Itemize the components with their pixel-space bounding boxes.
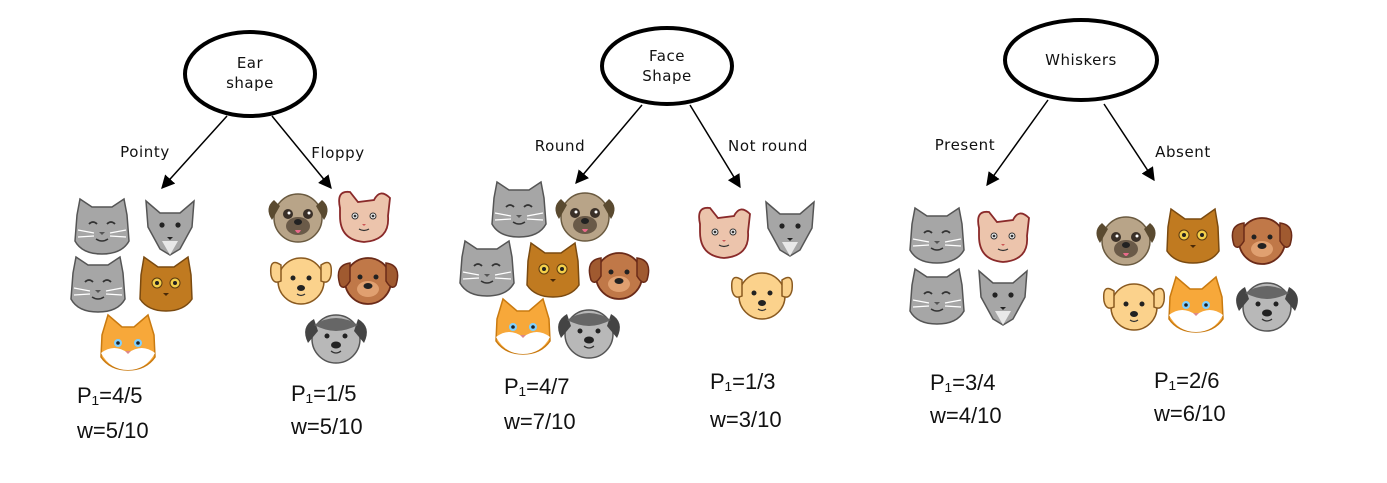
- pink-cat-icon: [977, 210, 1030, 263]
- animal-group-not-round: [698, 200, 815, 320]
- feature-label-line-1: Face: [649, 47, 685, 65]
- gray-cat-icon: [909, 206, 965, 264]
- probability-floppy: P₁=1/5: [291, 381, 357, 406]
- orange-cat-icon: [495, 297, 551, 355]
- feature-node-whiskers: [1003, 18, 1159, 102]
- pug-dog-icon: [268, 193, 328, 243]
- pink-cat-icon: [338, 190, 391, 243]
- branch-label-round: Round: [535, 137, 585, 155]
- tree-face-shape: Face Shape Round Not round: [459, 26, 815, 434]
- tan-dog-icon: [269, 257, 333, 305]
- weight-not-round: w=3/10: [709, 407, 782, 432]
- branch-label-floppy: Floppy: [311, 144, 365, 162]
- feature-node-ear-shape: [183, 30, 317, 118]
- gray-wolf-cat-icon: [765, 200, 815, 257]
- tree-ear-shape: Ear shape Pointy Floppy: [70, 30, 399, 443]
- probability-pointy: P₁=4/5: [77, 383, 143, 408]
- animal-group-round: [459, 180, 650, 359]
- branch-arrow-pointy: [161, 115, 228, 190]
- pug-dog-icon: [555, 192, 615, 242]
- gray-wolf-cat-icon: [145, 199, 195, 256]
- probability-round: P₁=4/7: [504, 374, 570, 399]
- orange-cat-icon: [100, 313, 156, 371]
- tree-whiskers: Whiskers Present Absent: [909, 18, 1298, 428]
- feature-node-face-shape: [600, 26, 734, 106]
- pug-dog-icon: [1096, 216, 1156, 266]
- gray-cat-icon: [459, 239, 515, 297]
- feature-label-line-2: Shape: [642, 67, 691, 85]
- gray-wolf-cat-icon: [978, 269, 1028, 326]
- weight-round: w=7/10: [503, 409, 576, 434]
- brown-cat-icon: [526, 241, 580, 298]
- tan-dog-icon: [1102, 283, 1166, 331]
- brown-cat-icon: [1166, 207, 1220, 264]
- branch-label-present: Present: [935, 136, 995, 154]
- tan-dog-icon: [730, 272, 794, 320]
- branch-label-pointy: Pointy: [120, 143, 170, 161]
- feature-label: Whiskers: [1045, 51, 1117, 69]
- gray-cat-icon: [74, 197, 130, 255]
- weight-absent: w=6/10: [1153, 401, 1226, 426]
- gray-dog-icon: [1236, 282, 1298, 332]
- gray-cat-icon: [491, 180, 547, 238]
- animal-group-floppy: [268, 190, 399, 364]
- brown-dog-icon: [588, 252, 650, 300]
- feature-label-line-2: shape: [226, 74, 274, 92]
- branch-arrow-floppy: [271, 115, 332, 190]
- animal-group-absent: [1096, 207, 1298, 333]
- branch-arrow-absent: [1103, 103, 1155, 182]
- branch-label-not-round: Not round: [728, 137, 808, 155]
- weight-floppy: w=5/10: [290, 414, 363, 439]
- probability-not-round: P₁=1/3: [710, 369, 776, 394]
- branch-label-absent: Absent: [1155, 143, 1211, 161]
- probability-absent: P₁=2/6: [1154, 368, 1220, 393]
- gray-cat-icon: [70, 255, 126, 313]
- gray-dog-icon: [558, 309, 620, 359]
- weight-present: w=4/10: [929, 403, 1002, 428]
- brown-dog-icon: [1231, 217, 1293, 265]
- animal-group-present: [909, 206, 1030, 326]
- brown-cat-icon: [139, 255, 193, 312]
- pink-cat-icon: [698, 206, 751, 259]
- brown-dog-icon: [337, 257, 399, 305]
- gray-dog-icon: [305, 314, 367, 364]
- feature-label-line-1: Ear: [237, 54, 264, 72]
- weight-pointy: w=5/10: [76, 418, 149, 443]
- branch-arrow-round: [575, 104, 643, 185]
- orange-cat-icon: [1168, 275, 1224, 333]
- branch-arrow-present: [986, 99, 1049, 187]
- probability-present: P₁=3/4: [930, 370, 996, 395]
- gray-cat-icon: [909, 267, 965, 325]
- branch-arrow-not-round: [689, 104, 741, 189]
- animal-group-pointy: [70, 197, 195, 371]
